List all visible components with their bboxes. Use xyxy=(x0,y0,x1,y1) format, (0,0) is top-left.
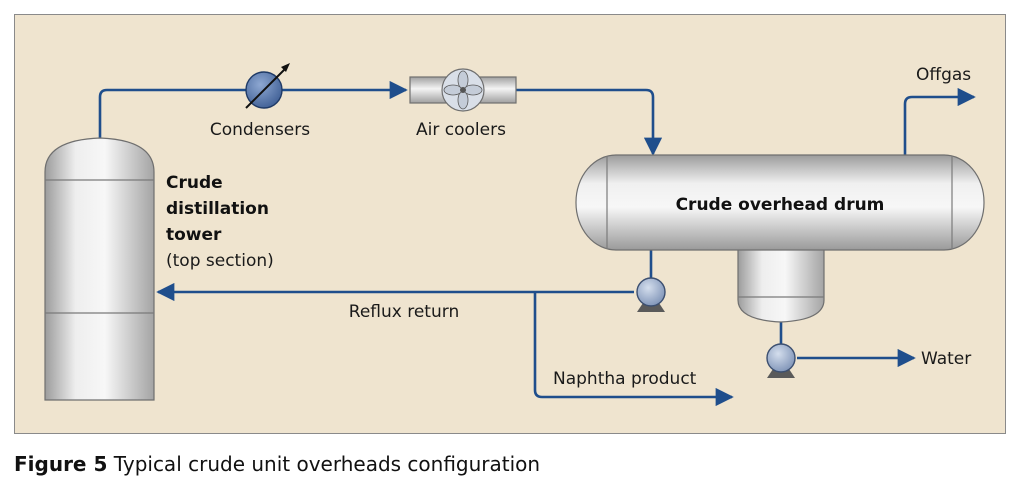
tower-label-line1: Crude xyxy=(166,173,223,193)
figure-caption-text: Typical crude unit overheads configurati… xyxy=(113,452,541,476)
naphtha-product-label: Naphtha product xyxy=(553,369,697,389)
process-flow-diagram: Condensers Air coolers Offgas Crude dist… xyxy=(44,63,985,407)
tower-label-line3: tower xyxy=(166,225,222,245)
drum-label: Crude overhead drum xyxy=(676,195,885,215)
condenser-icon xyxy=(245,63,290,109)
air-cooler-icon xyxy=(409,68,517,112)
tower-label-line2: distillation xyxy=(166,199,269,219)
offgas-line xyxy=(903,87,976,156)
naphtha-product-line xyxy=(533,292,734,407)
water-pump-icon xyxy=(766,343,796,378)
water-label: Water xyxy=(921,349,971,369)
offgas-label: Offgas xyxy=(916,65,971,85)
figure-number: Figure 5 xyxy=(14,452,108,476)
overhead-vapor-line xyxy=(98,80,408,140)
air-coolers-label: Air coolers xyxy=(416,120,506,140)
figure-caption: Figure 5 Typical crude unit overheads co… xyxy=(14,452,540,476)
tower-label-line4: (top section) xyxy=(166,251,274,271)
overhead-drum xyxy=(575,154,985,323)
reflux-pump-icon xyxy=(636,277,666,312)
distillation-tower xyxy=(44,137,155,401)
cooler-to-drum-line xyxy=(516,88,663,156)
reflux-return-label: Reflux return xyxy=(349,302,459,322)
condensers-label: Condensers xyxy=(210,120,310,140)
pipes xyxy=(98,80,976,407)
